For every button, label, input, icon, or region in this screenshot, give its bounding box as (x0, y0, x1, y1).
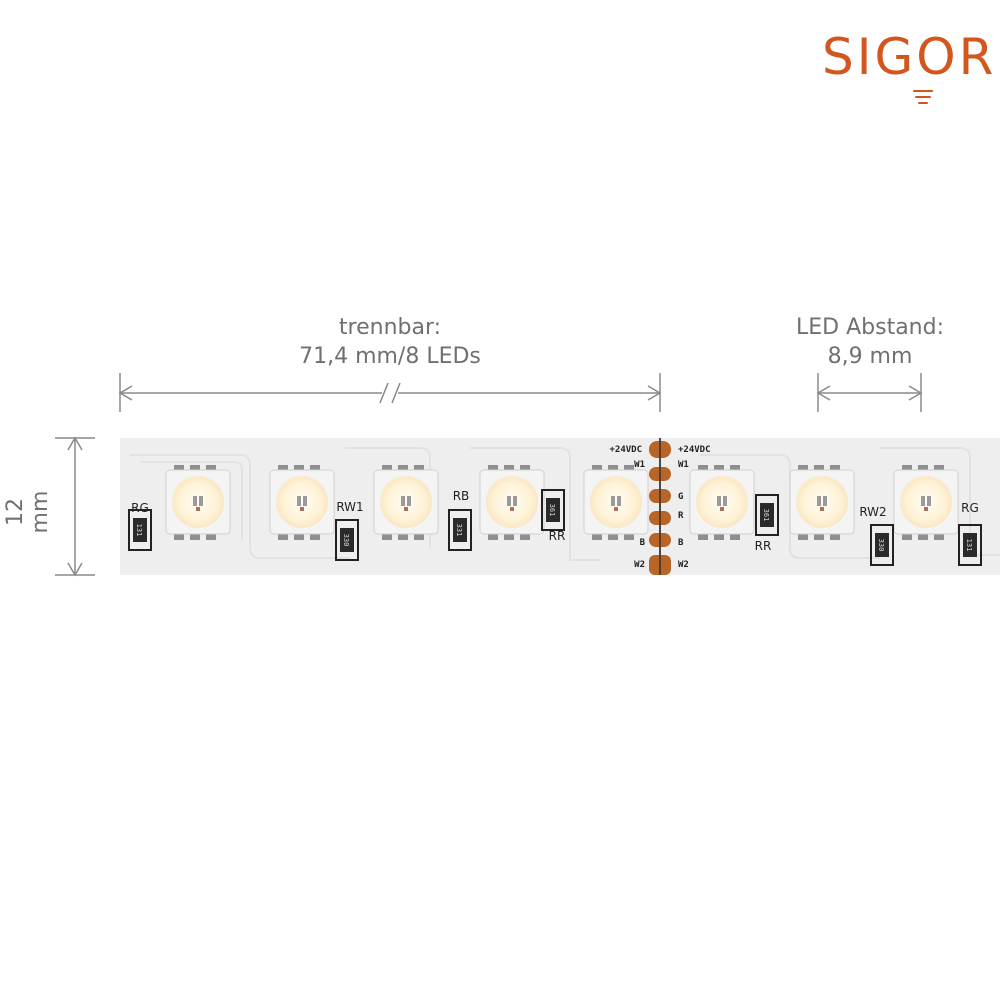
resistor-label: RG (131, 501, 149, 515)
logo-text: SIGOR (822, 28, 997, 86)
cut-length-annotation: trennbar: 71,4 mm/8 LEDs (240, 313, 540, 371)
strip-width-dimension-line (55, 436, 95, 577)
led-chip (479, 465, 545, 540)
resistor-label: RB (453, 489, 470, 503)
pad-label-right: W2 (678, 560, 689, 570)
led-spacing-value: 8,9 mm (827, 344, 913, 369)
resistor-code: 330 (342, 534, 350, 547)
pad-label-right: B (678, 538, 684, 548)
pad-label-right: W1 (678, 460, 689, 470)
cut-length-dimension-line (118, 373, 662, 412)
led-spacing-dimension-line (816, 373, 923, 412)
resistor-code: 361 (762, 509, 770, 522)
led-chip (373, 465, 439, 540)
resistor: 330 RW2 (859, 505, 894, 566)
logo-tick-2 (915, 96, 931, 98)
resistor-label: RR (549, 529, 566, 543)
pad-label-left: B (640, 538, 646, 548)
resistor-code: 331 (455, 524, 463, 537)
resistor-code: 131 (965, 539, 973, 552)
led-spacing-label: LED Abstand: (796, 315, 944, 340)
led-chips (165, 465, 959, 540)
cut-length-label: trennbar: (338, 315, 442, 340)
led-spacing-annotation: LED Abstand: 8,9 mm (770, 313, 970, 371)
logo-tick-3 (918, 102, 928, 104)
resistor: 331 RB (448, 489, 472, 551)
led-chip (893, 465, 959, 540)
pad-label-left: +24VDC (609, 445, 642, 455)
led-chip (789, 465, 855, 540)
pad-label-left: W2 (634, 560, 645, 570)
resistor-label: RG (961, 501, 979, 515)
resistor-label: RW2 (859, 505, 886, 519)
logo-tick-1 (913, 90, 933, 92)
resistor-label: RW1 (336, 500, 363, 514)
resistor-code: 361 (548, 504, 556, 517)
sigor-logo: SIGOR (800, 20, 1000, 110)
resistor-code: 330 (877, 539, 885, 552)
cut-length-value: 71,4 mm/8 LEDs (299, 344, 481, 369)
led-chip (269, 465, 335, 540)
resistor: 131 RG (958, 501, 982, 566)
resistor-label: RR (755, 539, 772, 553)
resistor-code: 131 (135, 524, 143, 537)
pad-label-right: G (678, 492, 683, 502)
led-chip (165, 465, 231, 540)
pad-label-right: R (678, 511, 684, 521)
pad-label-right: +24VDC (678, 445, 711, 455)
pad-label-left: W1 (634, 460, 645, 470)
resistor: 131 RG (128, 501, 152, 551)
resistor: 330 RW1 (335, 500, 364, 561)
led-chip (689, 465, 755, 540)
led-chip (583, 465, 649, 540)
pcb-traces (130, 447, 1000, 561)
